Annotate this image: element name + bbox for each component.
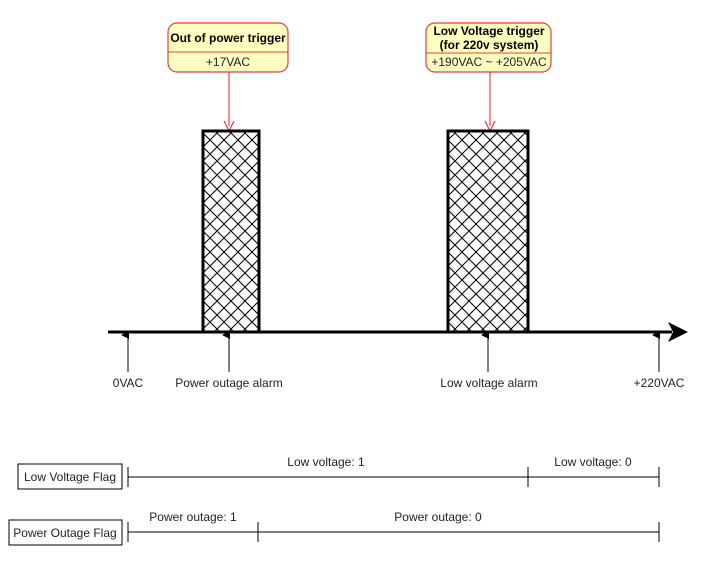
label-0vac: 0VAC: [113, 376, 144, 390]
power-callout-box: [167, 22, 289, 73]
label-low-voltage-alarm: Low voltage alarm: [440, 376, 537, 390]
axis-arrowhead: [668, 322, 688, 342]
power-trigger-zone: [201, 129, 261, 334]
low-voltage-callout-title-1: Low Voltage trigger: [433, 24, 544, 38]
low-voltage-pointer-arrow: [484, 72, 496, 133]
axis-pointers: [121, 331, 660, 372]
power-callout-value: +17VAC: [206, 55, 250, 69]
voltage-axis: [108, 322, 688, 342]
power-trigger-callout: Out of power trigger +17VAC: [167, 22, 289, 73]
power-outage-segment-on: Power outage: 1: [149, 510, 237, 524]
low-voltage-trigger-callout: Low Voltage trigger (for 220v system) +1…: [425, 22, 552, 73]
low-voltage-segment-on: Low voltage: 1: [287, 455, 365, 469]
low-voltage-callout-box: [425, 22, 552, 73]
power-outage-segment-off: Power outage: 0: [394, 510, 482, 524]
label-power-outage-alarm: Power outage alarm: [175, 376, 282, 390]
power-outage-flag-row: Power Outage Flag Power outage: 1 Power …: [8, 510, 660, 546]
low-voltage-callout-value: +190VAC ~ +205VAC: [431, 55, 547, 69]
power-outage-flag-box: [8, 519, 123, 546]
low-voltage-flag-row: Low Voltage Flag Low voltage: 1 Low volt…: [17, 455, 660, 490]
low-voltage-trigger-zone: [446, 129, 530, 334]
power-pointer-arrow: [223, 72, 235, 133]
label-220vac: +220VAC: [634, 376, 685, 390]
low-voltage-flag-box: [17, 463, 123, 490]
low-voltage-flag-label: Low Voltage Flag: [24, 470, 116, 484]
low-voltage-callout-title-2: (for 220v system): [440, 38, 539, 52]
power-callout-title: Out of power trigger: [170, 31, 286, 45]
low-voltage-segment-off: Low voltage: 0: [554, 455, 632, 469]
power-outage-flag-label: Power Outage Flag: [13, 526, 116, 540]
